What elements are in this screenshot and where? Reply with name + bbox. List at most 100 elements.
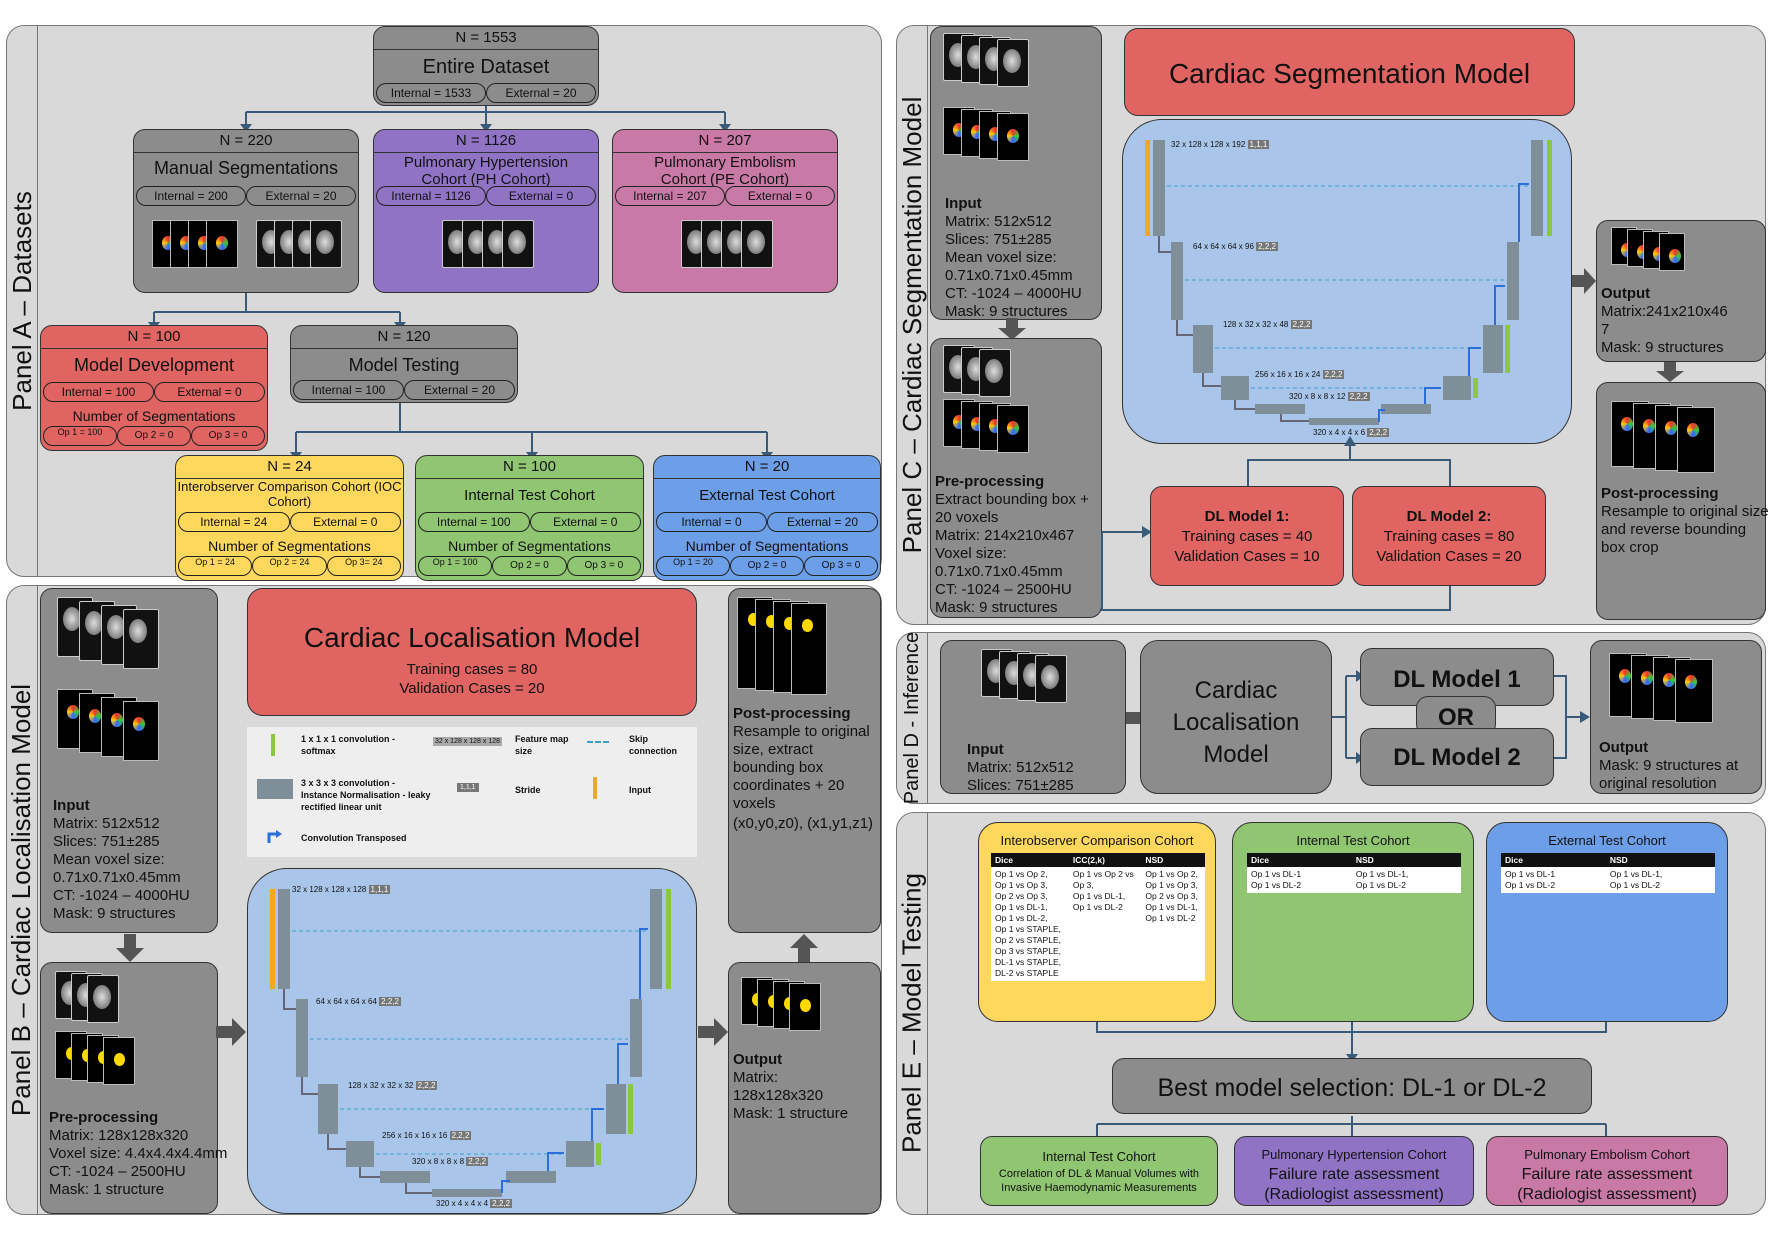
seg-s2-text: 64 x 64 x 64 x 96	[1193, 242, 1254, 251]
ioc-nsd-0: Op 1 vs Op 2,	[1145, 869, 1198, 879]
etc-dice-1: Op 1 vs DL-2	[1505, 880, 1556, 890]
inf-dl2-label: DL Model 2	[1393, 744, 1521, 771]
dl-model-2-box: DL Model 2: Training cases = 80 Validati…	[1352, 486, 1546, 586]
etc-n: N = 20	[654, 456, 880, 479]
ioc-dice-5: Op 1 vs STAPLE,	[995, 924, 1061, 934]
arrow-right-icon	[698, 1018, 728, 1046]
loc-st6: 2,2,2	[490, 1199, 513, 1208]
best-model-box: Best model selection: DL-1 or DL-2	[1112, 1058, 1592, 1114]
test-itc-title: Internal Test Cohort	[1296, 833, 1410, 848]
output-bar	[596, 1143, 601, 1165]
loc-preproc-heading: Pre-processing	[49, 1109, 159, 1126]
seg-model-title-box: Cardiac Segmentation Model	[1124, 28, 1575, 116]
ioc-col-dice: Dice	[991, 853, 1069, 867]
seg-st1: 1,1,1	[1247, 140, 1270, 149]
panel-e-label: Panel E – Model Testing	[896, 873, 926, 1153]
dl1-train: Training cases = 40	[1181, 528, 1313, 545]
inf-dl-model-2: DL Model 2	[1360, 728, 1554, 786]
entire-dataset-n: N = 1553	[374, 27, 598, 50]
legend-conv3: 3 x 3 x 3 convolution - Instance Normali…	[301, 778, 431, 812]
etc-internal: Internal = 0	[656, 512, 767, 532]
seg-postproc-box: Post-processing Resample to original siz…	[1596, 382, 1769, 620]
ioc-title: Interobserver Comparison Cohort (IOC Coh…	[177, 479, 402, 509]
dl1-title: DL Model 1:	[1204, 508, 1290, 525]
output-bar	[666, 889, 671, 989]
seg-s3: 128 x 32 x 32 x 48 2,2,2	[1223, 320, 1313, 329]
seg-s4: 256 x 16 x 16 x 24 2,2,2	[1255, 370, 1345, 379]
loc-s6: 320 x 4 x 4 x 4 2,2,2	[436, 1199, 513, 1208]
conv-block	[346, 1141, 374, 1167]
legend-orange-bar	[593, 777, 597, 799]
inf-input-l2: Slices: 751±285	[967, 777, 1074, 794]
best-model-label: Best model selection: DL-1 or DL-2	[1157, 1074, 1547, 1102]
pe-title: Pulmonary Embolism Cohort (PE Cohort)	[654, 154, 796, 188]
loc-s5: 320 x 8 x 8 x 8 2,2,2	[412, 1157, 489, 1166]
ioc-dice-4: Op 1 vs DL-2,	[995, 913, 1048, 923]
seg-pre-l6: CT: -1024 – 2500HU	[935, 581, 1072, 598]
loc-preproc-ct: CT: -1024 – 2500HU	[49, 1163, 186, 1180]
pe-internal: Internal = 207	[615, 186, 725, 206]
conv-block	[1193, 325, 1213, 373]
ioc-dice-6: Op 2 vs STAPLE,	[995, 935, 1061, 945]
itc-dice-0: Op 1 vs DL-1	[1251, 869, 1302, 879]
loc-s2: 64 x 64 x 64 x 64 2,2,2	[316, 997, 401, 1006]
legend-grey-block	[257, 779, 293, 799]
seg-input-l6: Mask: 9 structures	[945, 303, 1068, 320]
arrow-up-icon	[790, 934, 818, 962]
loc-s6-text: 320 x 4 x 4 x 4	[436, 1199, 489, 1208]
ioc-dice-7: Op 3 vs STAPLE,	[995, 946, 1061, 956]
seg-pre-heading: Pre-processing	[935, 473, 1045, 490]
conv-block	[1171, 242, 1183, 320]
ioc-col-icc: ICC(2,k)	[1068, 853, 1142, 867]
ioc-cohort-box: N = 24 Interobserver Comparison Cohort (…	[175, 455, 404, 581]
dev-external: External = 0	[154, 382, 265, 402]
ct-scan-image	[1035, 655, 1067, 703]
itc-internal: Internal = 100	[418, 512, 530, 532]
ioc-icc-1: Op 3,	[1072, 880, 1094, 890]
manual-external: External = 20	[246, 186, 356, 206]
panel-c-label: Panel C – Cardiac Segmentation Model	[896, 96, 927, 554]
inf-output-box: Output Mask: 9 structures at original re…	[1590, 640, 1762, 794]
loc-post-l6: (x0,y0,z0), (x1,y1,z1)	[733, 815, 874, 832]
inf-localisation-box: Cardiac Localisation Model	[1140, 640, 1332, 794]
conv-block	[1483, 325, 1503, 373]
conv-block	[296, 999, 308, 1077]
arrow-right-icon	[1572, 268, 1596, 294]
ct-scan-image	[979, 349, 1011, 397]
etc-col-nsd: NSD	[1605, 853, 1715, 867]
test-ioc-title: Interobserver Comparison Cohort	[1000, 833, 1194, 848]
dev-internal: Internal = 100	[43, 382, 154, 402]
ioc-op2: Op 2 = 24	[252, 556, 327, 576]
testing-title: Model Testing	[348, 355, 460, 375]
etc-cohort-box: N = 20 External Test Cohort Internal = 0…	[653, 455, 881, 581]
ioc-n: N = 24	[176, 456, 403, 479]
ioc-dice-0: Op 1 vs Op 2,	[995, 869, 1048, 879]
ct-scan-image	[310, 220, 342, 268]
loc-unet-diagram: 32 x 128 x 128 x 128 1,1,1 64 x 64 x 64 …	[247, 868, 697, 1214]
dl1-val: Validation Cases = 10	[1174, 548, 1320, 565]
mask-image	[103, 1037, 135, 1085]
panel-d-label: Panel D - Inference	[900, 631, 923, 805]
legend-stride: Stride	[515, 785, 541, 795]
loc-output-box: Output Matrix: 128x128x320 Mask: 1 struc…	[728, 962, 881, 1214]
ph-external: External = 0	[486, 186, 596, 206]
ioc-op3: Op 3= 24	[326, 556, 401, 576]
itc-col-nsd: NSD	[1351, 853, 1461, 867]
inf-input-box: Input Matrix: 512x512 Slices: 751±285	[940, 640, 1126, 794]
seg-s1-text: 32 x 128 x 128 x 192	[1171, 140, 1246, 149]
pe-external: External = 0	[725, 186, 835, 206]
dl2-val: Validation Cases = 20	[1376, 548, 1522, 565]
loc-post-l2: size, extract	[733, 741, 814, 758]
ph-cohort-box: N = 1126 Pulmonary Hypertension Cohort (…	[373, 129, 599, 293]
seg-output-box: Output Matrix:241x210x46 7 Mask: 9 struc…	[1596, 220, 1766, 362]
loc-post-l5: voxels	[733, 795, 776, 812]
etc-title: External Test Cohort	[699, 487, 835, 504]
arrow-down-icon	[1656, 362, 1684, 382]
loc-input-voxel: Mean voxel size:	[53, 851, 165, 868]
etc-segs: Number of Segmentations	[685, 538, 849, 554]
inf-input-l1: Matrix: 512x512	[967, 759, 1074, 776]
inf-or-label: OR	[1438, 704, 1474, 731]
ioc-nsd-4: Op 1 vs DL-2	[1145, 913, 1196, 923]
